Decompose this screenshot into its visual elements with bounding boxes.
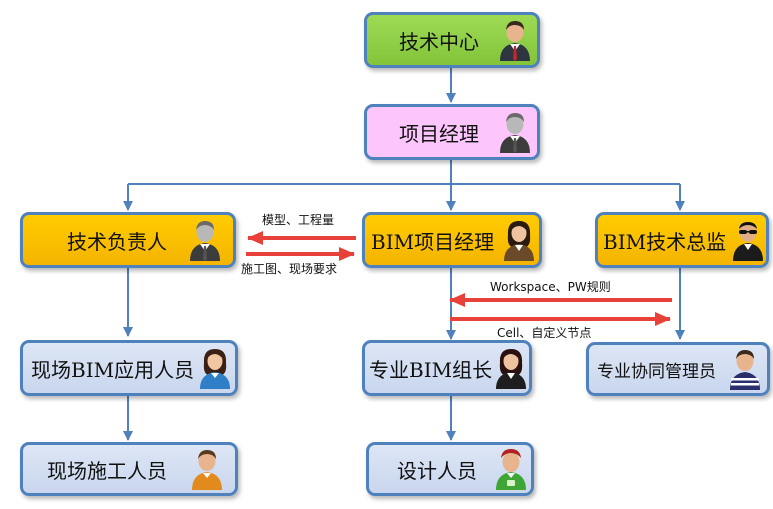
- node-discipline-bim-lead-label: 专业BIM组长: [369, 357, 493, 382]
- man-sunglasses-icon: [733, 222, 763, 261]
- node-site-construction-staff: 现场施工人员: [20, 442, 238, 496]
- node-site-bim-staff: 现场BIM应用人员: [20, 340, 238, 396]
- node-tech-lead: 技术负责人: [20, 212, 236, 268]
- node-designer-label: 设计人员: [397, 458, 477, 483]
- node-bim-project-manager: BIM项目经理: [362, 212, 542, 268]
- man-striped-shirt-icon: [730, 350, 760, 390]
- businessman-red-tie-icon: [500, 21, 530, 61]
- node-designer: 设计人员: [366, 442, 534, 496]
- node-project-manager: 项目经理: [364, 104, 540, 160]
- edge-label-cell-nodes: Cell、自定义节点: [497, 326, 592, 340]
- node-project-manager-label: 项目经理: [399, 121, 479, 146]
- edge-label-workspace-rules: Workspace、PW规则: [490, 280, 611, 294]
- node-tech-center-label: 技术中心: [399, 29, 479, 54]
- businessman-gray-icon: [190, 221, 220, 261]
- node-coordination-admin-label: 专业协同管理员: [597, 361, 716, 382]
- man-orange-icon: [192, 450, 222, 490]
- businessman-gray-icon: [500, 113, 530, 153]
- man-green-icon: [496, 449, 526, 490]
- node-bim-tech-director-label: BIM技术总监: [603, 229, 727, 254]
- node-site-bim-staff-label: 现场BIM应用人员: [31, 357, 195, 382]
- node-tech-center: 技术中心: [364, 12, 540, 68]
- edge-label-model-quantity: 模型、工程量: [262, 213, 335, 227]
- node-bim-tech-director: BIM技术总监: [595, 212, 769, 268]
- node-coordination-admin: 专业协同管理员: [586, 342, 770, 396]
- woman-blue-icon: [200, 349, 230, 389]
- node-tech-lead-label: 技术负责人: [67, 229, 167, 254]
- node-site-construction-staff-label: 现场施工人员: [47, 458, 167, 483]
- businesswoman-icon: [496, 349, 526, 389]
- node-discipline-bim-lead: 专业BIM组长: [362, 340, 532, 396]
- node-bim-project-manager-label: BIM项目经理: [371, 229, 495, 254]
- businesswoman-icon: [504, 221, 534, 261]
- edge-label-drawings-requirements: 施工图、现场要求: [241, 262, 338, 276]
